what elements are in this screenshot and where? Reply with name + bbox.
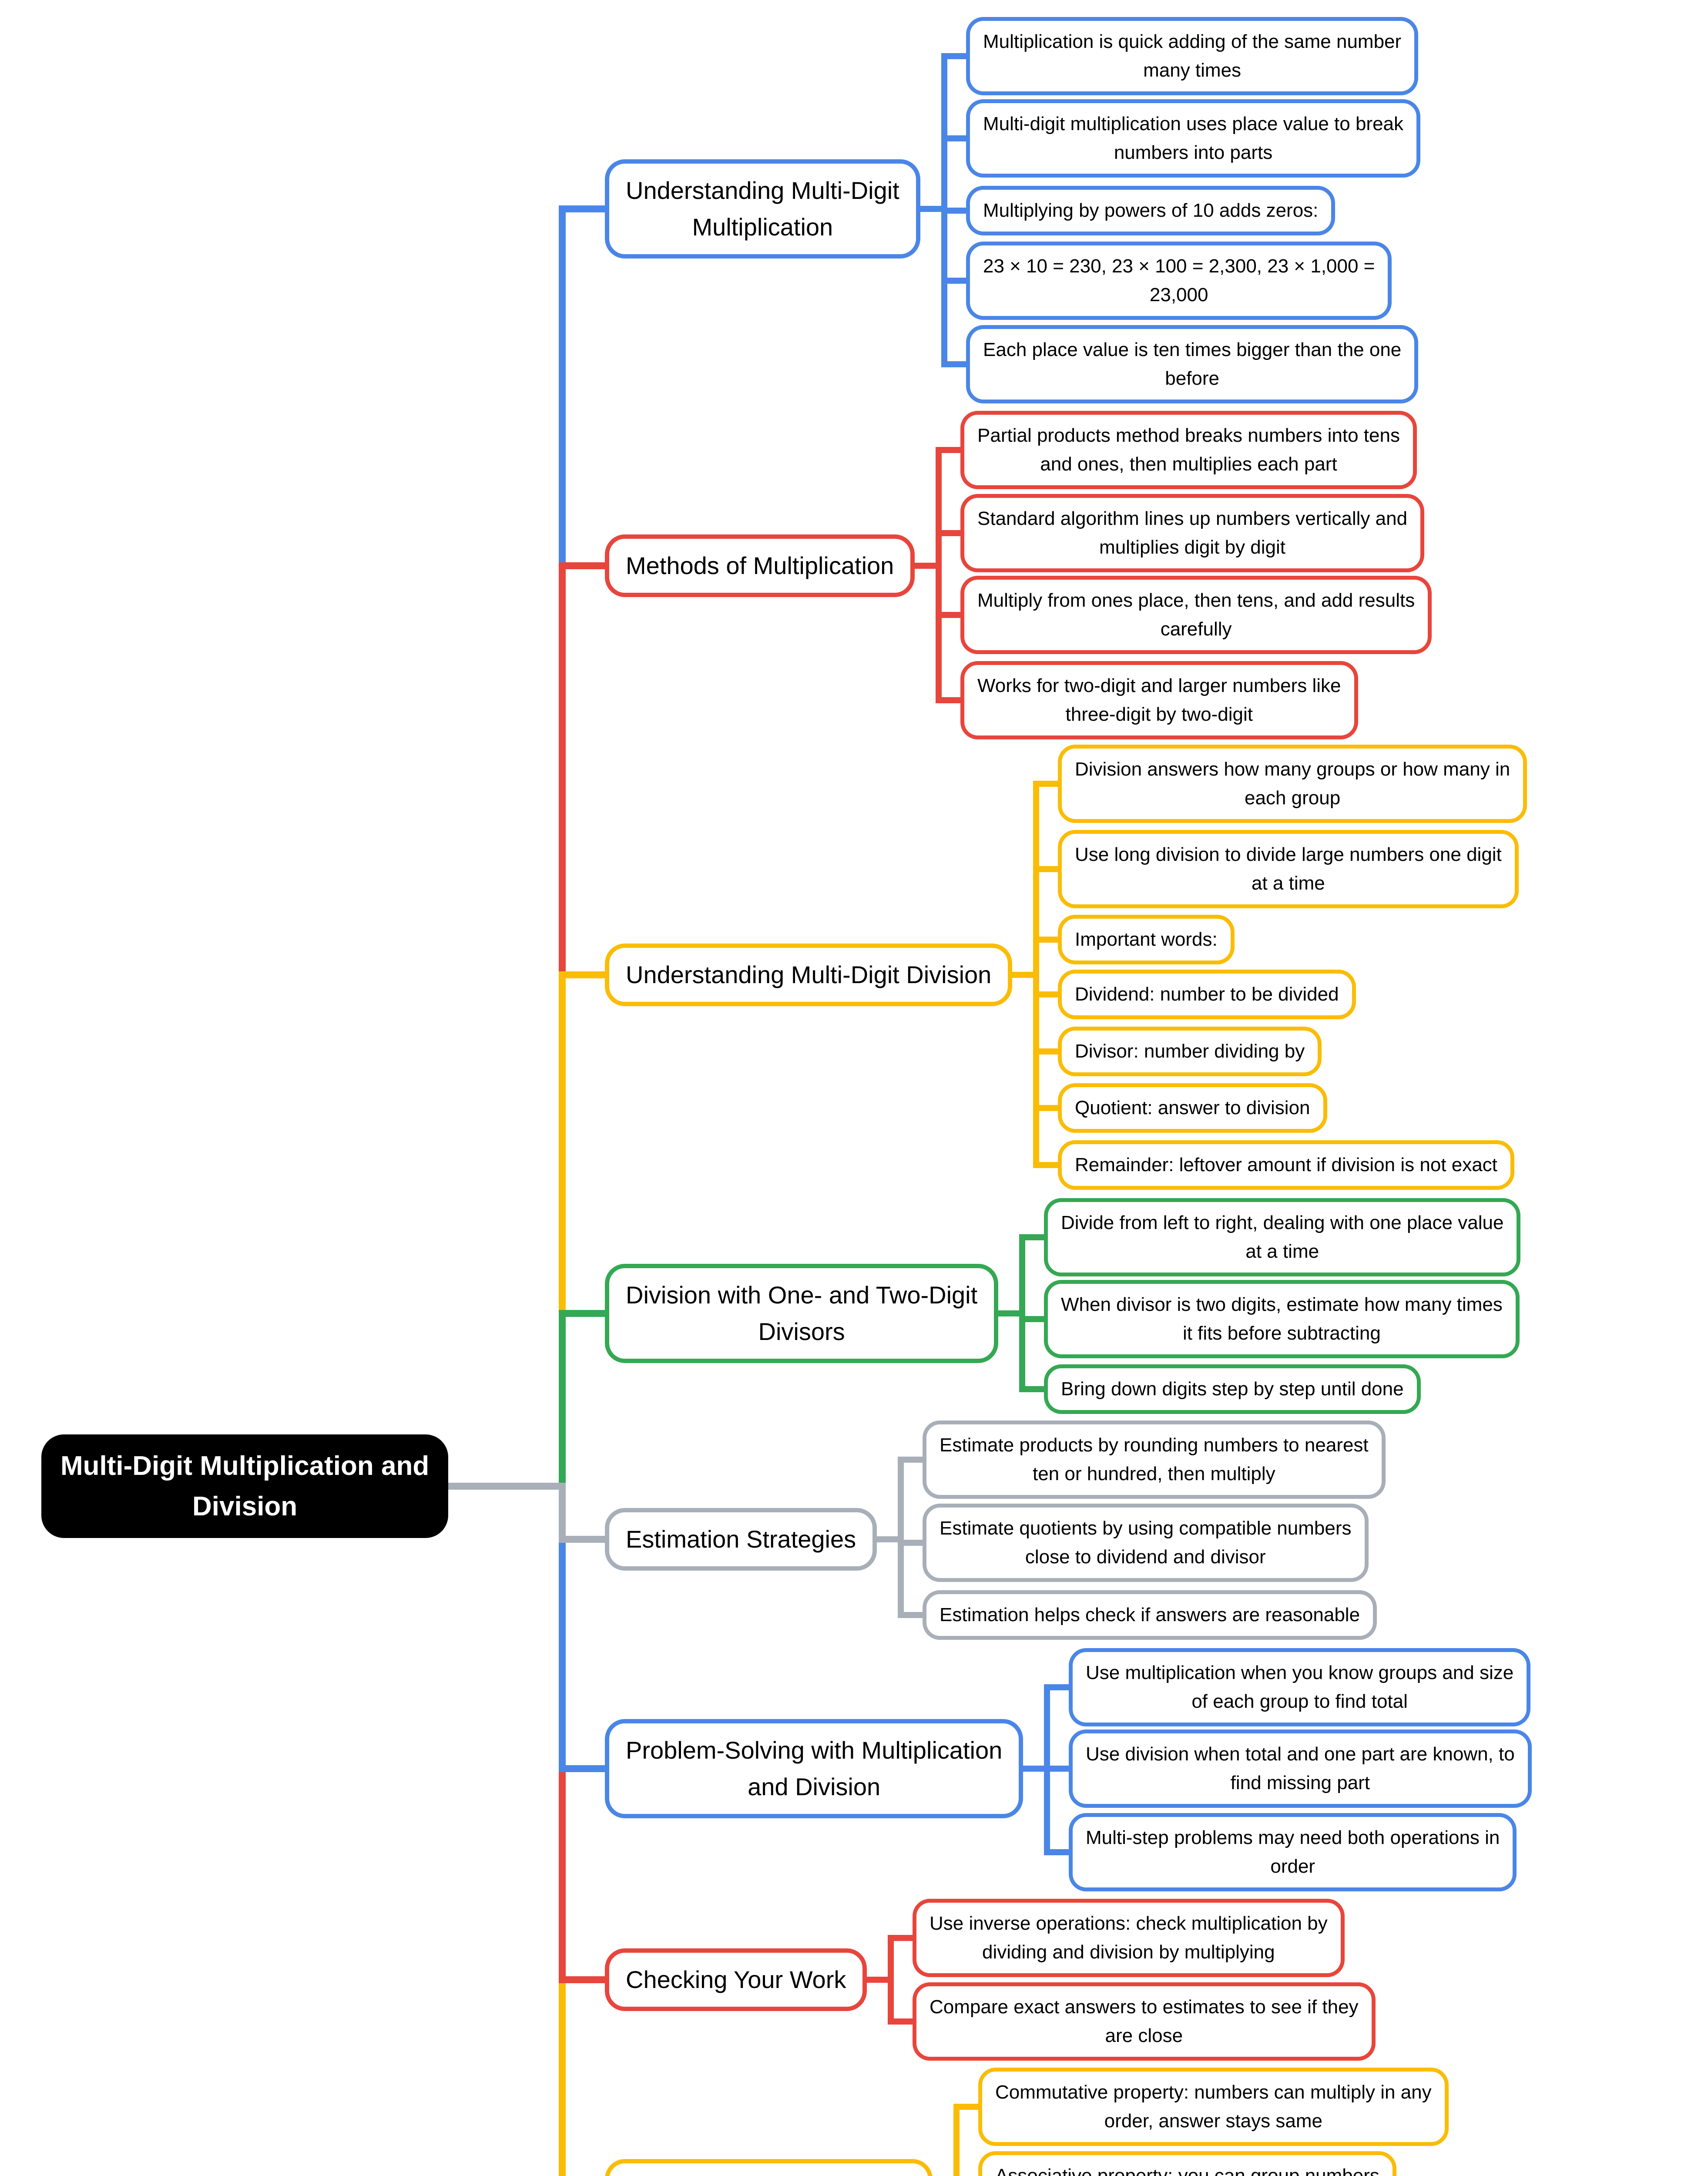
connector-line (559, 971, 607, 978)
child-node: Associative property: you can group numb… (978, 2151, 1396, 2176)
child-node: Divide from left to right, dealing with … (1044, 1198, 1521, 1276)
connector-line (944, 53, 968, 59)
connector-line (997, 1310, 1025, 1316)
child-node: Division answers how many groups or how … (1058, 745, 1527, 823)
child-node: Standard algorithm lines up numbers vert… (960, 494, 1425, 572)
child-node: Multiplication is quick adding of the sa… (966, 17, 1419, 95)
connector-line (936, 447, 942, 703)
connector-line (1036, 781, 1060, 787)
connector-line (944, 208, 968, 214)
child-node: Dividend: number to be divided (1058, 970, 1356, 1019)
connector-line (1033, 781, 1039, 1168)
connector-line (888, 1935, 894, 2025)
child-node: Estimate quotients by using compatible n… (923, 1504, 1369, 1582)
connector-line (1047, 1849, 1070, 1855)
child-node: Commutative property: numbers can multip… (978, 2068, 1449, 2146)
connector-line (913, 563, 942, 569)
connector-line (1022, 1316, 1046, 1322)
branch-node: Understanding Multi-Digit Division (605, 944, 1013, 1006)
child-node: Use multiplication when you know groups … (1069, 1648, 1531, 1726)
connector-line (559, 1310, 607, 1317)
child-node: Partial products method breaks numbers i… (960, 411, 1417, 489)
connector-line (1036, 1162, 1060, 1168)
connector-line (901, 1612, 924, 1618)
connector-line (1036, 1105, 1060, 1111)
child-node: Remainder: leftover amount if division i… (1058, 1140, 1514, 1190)
child-node: When divisor is two digits, estimate how… (1044, 1280, 1520, 1358)
child-node: Use inverse operations: check multiplica… (913, 1899, 1345, 1977)
connector-line (559, 562, 607, 569)
connector-line (1036, 866, 1060, 872)
branch-node: Division with One- and Two-Digit Divisor… (605, 1264, 999, 1363)
connector-line (898, 1457, 904, 1618)
child-node: Bring down digits step by step until don… (1044, 1364, 1421, 1414)
connector-line (559, 1483, 566, 1772)
child-node: Estimation helps check if answers are re… (923, 1590, 1377, 1640)
connector-line (901, 1457, 924, 1463)
child-node: Multi-step problems may need both operat… (1069, 1813, 1517, 1891)
child-node: Works for two-digit and larger numbers l… (960, 661, 1358, 739)
connector-line (944, 135, 968, 141)
connector-line (1036, 937, 1060, 943)
connector-line (939, 447, 962, 453)
connector-line (559, 1976, 607, 1983)
connector-line (559, 1310, 566, 1490)
child-node: Quotient: answer to division (1058, 1083, 1327, 1133)
connector-line (939, 697, 962, 703)
child-node: Divisor: number dividing by (1058, 1027, 1322, 1076)
connector-line (559, 1483, 566, 1543)
connector-line (865, 1977, 894, 1983)
root-node: Multi-Digit Multiplication and Division (41, 1434, 449, 1538)
connector-line (559, 1765, 607, 1772)
connector-line (1022, 1234, 1046, 1240)
connector-line (875, 1536, 904, 1542)
child-node: Estimate products by rounding numbers to… (923, 1420, 1386, 1499)
child-node: Use long division to divide large number… (1058, 830, 1519, 908)
connector-line (1047, 1684, 1070, 1690)
connector-line (953, 2104, 960, 2176)
child-node: Multiply from ones place, then tens, and… (960, 576, 1432, 654)
connector-line (559, 1536, 607, 1543)
branch-node: Checking Your Work (605, 1948, 867, 2011)
branch-node: Methods of Multiplication (605, 534, 915, 597)
branch-node: Estimation Strategies (605, 1508, 877, 1571)
child-node: Compare exact answers to estimates to se… (913, 1982, 1376, 2061)
connector-line (891, 2018, 914, 2025)
connector-line (944, 361, 968, 367)
child-node: Each place value is ten times bigger tha… (966, 325, 1419, 403)
connector-line (559, 205, 607, 212)
child-node: Use division when total and one part are… (1069, 1729, 1532, 1808)
connector-line (1022, 1386, 1046, 1392)
connector-line (891, 1935, 914, 1941)
connector-line (1047, 1766, 1070, 1772)
connector-line (919, 206, 947, 212)
connector-line (1036, 991, 1060, 997)
branch-node: Understanding Multi-Digit Multiplication (605, 159, 920, 259)
child-node: Important words: (1058, 915, 1235, 964)
child-node: 23 × 10 = 230, 23 × 100 = 2,300, 23 × 1,… (966, 242, 1392, 320)
branch-node: Properties of Multiplication (605, 2159, 933, 2176)
connector-line (901, 1540, 924, 1546)
connector-line (939, 612, 962, 618)
child-node: Multiplying by powers of 10 adds zeros: (966, 186, 1336, 235)
connector-line (944, 278, 968, 284)
connector-line (956, 2104, 980, 2110)
child-node: Multi-digit multiplication uses place va… (966, 99, 1421, 178)
branch-node: Problem-Solving with Multiplication and … (605, 1719, 1023, 1818)
connector-line (1021, 1766, 1050, 1772)
connector-line (1010, 972, 1039, 978)
connector-line (446, 1483, 566, 1490)
connector-line (1036, 1048, 1060, 1054)
connector-line (939, 530, 962, 536)
connector-line (1019, 1234, 1025, 1392)
